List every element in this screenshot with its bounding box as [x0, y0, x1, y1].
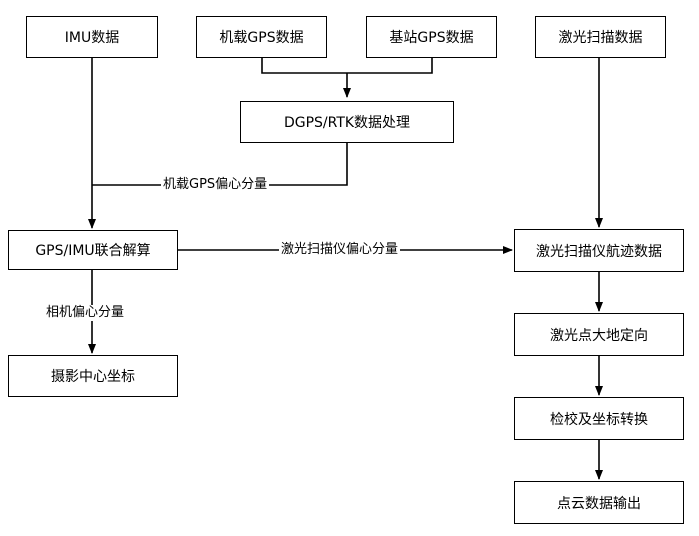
laser-track-box: 激光扫描仪航迹数据	[514, 229, 684, 272]
laser-scan-box: 激光扫描数据	[535, 16, 666, 58]
output-box: 点云数据输出	[514, 481, 684, 524]
dgps-rtk-box: DGPS/RTK数据处理	[240, 101, 454, 143]
gps-imu-box: GPS/IMU联合解算	[8, 230, 178, 270]
edge-airborne-gps-merge	[261, 58, 433, 74]
camera-offset-label: 相机偏心分量	[44, 305, 127, 321]
geo-orient-box: 激光点大地定向	[514, 313, 684, 356]
gps-offset-label: 机载GPS偏心分量	[161, 177, 270, 193]
base-gps-box: 基站GPS数据	[366, 16, 497, 58]
imu-data-box: IMU数据	[26, 16, 158, 58]
photo-center-box: 摄影中心坐标	[8, 355, 178, 397]
scanner-offset-label: 激光扫描仪偏心分量	[279, 242, 401, 258]
airborne-gps-box: 机载GPS数据	[196, 16, 327, 58]
calib-box: 检校及坐标转换	[514, 397, 684, 440]
